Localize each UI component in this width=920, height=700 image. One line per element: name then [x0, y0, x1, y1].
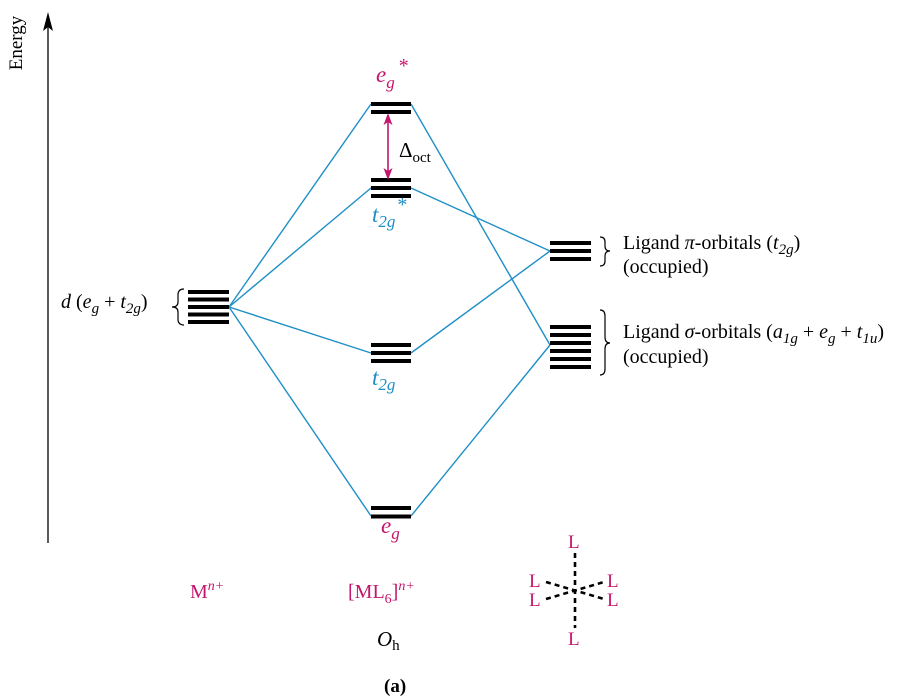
panel-label: (a) [384, 676, 406, 697]
delta-symbol: Δ [399, 138, 413, 162]
eg-star-label: eg* [376, 55, 409, 92]
ligand-pi-occupied: (occupied) [623, 256, 709, 278]
eg-level-line [371, 514, 411, 519]
ligand-sigma-level-stack [550, 325, 591, 369]
eg-level-stack [371, 506, 411, 519]
ligand-top: L [568, 532, 580, 553]
metal-d-level-line [188, 305, 229, 309]
delta-oct-arrowhead-up [383, 113, 393, 125]
ligand-pi-level-line [550, 241, 591, 245]
ligand-sigma-level-line [550, 349, 591, 353]
complex-label: [ML6]n+ [348, 579, 415, 607]
energy-levels [188, 102, 591, 519]
ligand-sigma-level-line [550, 357, 591, 361]
ligand-left-upper: L [529, 571, 541, 592]
correlation-lines [228, 103, 551, 517]
delta-oct-arrowhead-down [383, 168, 393, 180]
connector-eg-star-to-sigma [410, 103, 551, 346]
octahedral-ligand-sketch: L L L L L L [529, 532, 619, 650]
ligand-sigma-occupied: (occupied) [623, 346, 709, 368]
t2g-star-label: t2g* [372, 194, 407, 231]
ligand-pi-level-line [550, 249, 591, 253]
eg-star-level-line [371, 110, 411, 114]
point-group-label: Oh [377, 627, 400, 654]
t2g-star-level-stack [371, 178, 411, 198]
ligand-sigma-level-line [550, 341, 591, 345]
metal-d-level-line [188, 312, 229, 317]
energy-axis: Energy [6, 12, 53, 543]
ligand-sigma-level-line [550, 325, 591, 329]
ligand-pi-level-stack [550, 241, 591, 261]
delta-oct-arrow [383, 113, 393, 180]
equatorial-bond-2 [545, 580, 605, 601]
ligand-right-upper: L [607, 571, 619, 592]
connector-d-to-eg [228, 306, 372, 517]
connector-d-to-t2g [228, 306, 372, 354]
connector-t2g-star-to-pi [410, 187, 551, 252]
eg-level-line [371, 506, 411, 510]
metal-d-brace [171, 288, 185, 326]
connector-t2g-to-pi [410, 250, 551, 354]
ligand-sigma-label: Ligand σ-orbitals (a1g + eg + t1u) [623, 321, 884, 347]
connector-eg-to-sigma [410, 344, 551, 517]
energy-axis-arrowhead [43, 12, 53, 31]
t2g-level-line [371, 343, 411, 347]
metal-d-level-stack [188, 290, 229, 324]
metal-d-level-line [188, 320, 229, 324]
ligand-sigma-level-line [550, 365, 591, 369]
metal-d-level-line [188, 290, 229, 294]
ligand-pi-brace [599, 236, 611, 267]
ligand-sigma-brace [599, 309, 611, 376]
metal-d-label: d (eg + t2g) [61, 291, 148, 317]
connector-d-to-t2g-star [228, 187, 372, 308]
ligand-pi-level-line [550, 257, 591, 261]
ligand-left-lower: L [529, 590, 541, 611]
ligand-pi-label: Ligand π-orbitals (t2g) [623, 232, 800, 258]
t2g-star-level-line [371, 194, 411, 198]
delta-subscript: oct [413, 150, 432, 166]
eg-label: eg [381, 513, 400, 543]
metal-ion-label: Mn+ [190, 579, 224, 603]
eg-star-level-line [371, 102, 411, 106]
connector-d-to-eg-star [228, 103, 372, 308]
delta-oct-label: Δoct [399, 138, 432, 166]
energy-axis-label: Energy [6, 15, 27, 70]
ligand-bottom: L [568, 629, 580, 650]
metal-d-level-line [188, 297, 229, 302]
t2g-star-level-line [371, 186, 411, 190]
t2g-label: t2g [372, 365, 395, 394]
t2g-star-level-line [371, 178, 411, 182]
ligand-sigma-level-line [550, 333, 591, 337]
t2g-level-line [371, 359, 411, 363]
ligand-right-lower: L [607, 590, 619, 611]
t2g-level-stack [371, 343, 411, 363]
eg-star-level-stack [371, 102, 411, 114]
t2g-level-line [371, 351, 411, 355]
